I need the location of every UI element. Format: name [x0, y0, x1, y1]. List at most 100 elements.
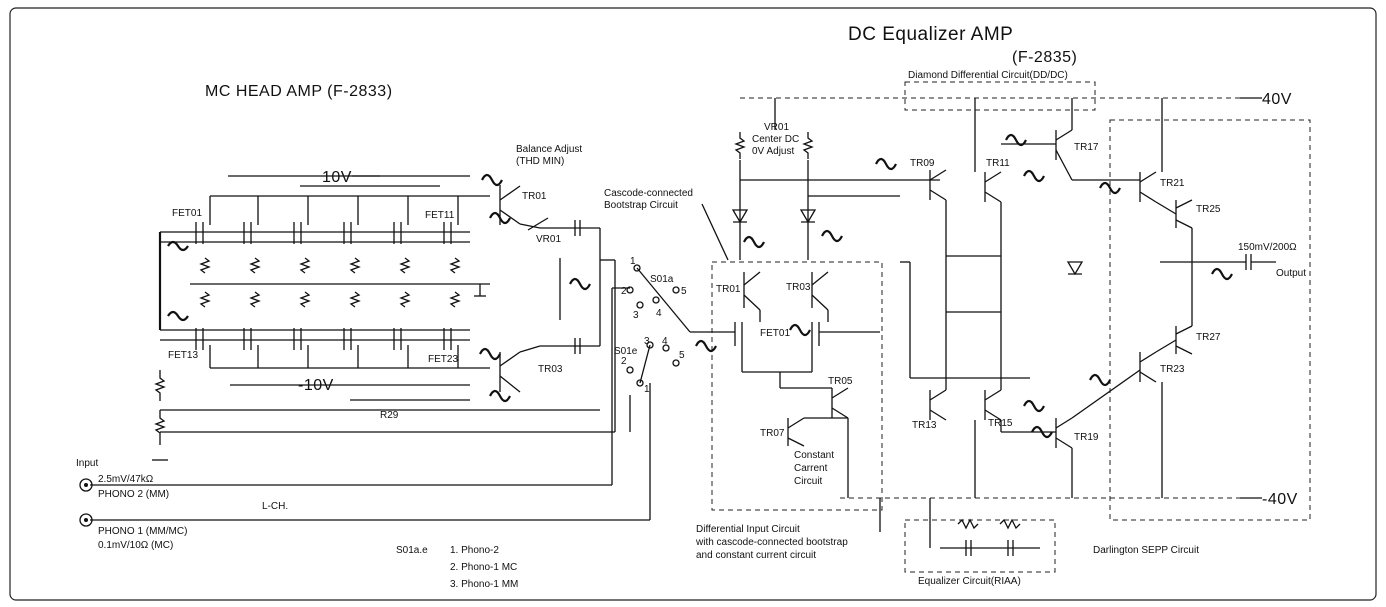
darlington-block — [1109, 119, 1311, 521]
diff-input-label: Differential Input Circuit — [696, 524, 800, 535]
waveform-icon — [1089, 373, 1111, 387]
diff-input-sub-label: with cascode-connected bootstrap — [695, 537, 848, 548]
waveform-icon — [743, 235, 765, 249]
phono1-level-label: 0.1mV/10Ω (MC) — [98, 540, 173, 551]
lch-label: L-CH. — [262, 501, 288, 512]
equalizer-label: Equalizer Circuit(RIAA) — [918, 576, 1021, 587]
balance-adjust-sub-label: (THD MIN) — [516, 156, 564, 167]
phono2-level-label: 2.5mV/47kΩ — [98, 474, 154, 485]
switch-pos-2a: 2 — [621, 286, 627, 297]
diamond-label: Diamond Differential Circuit(DD/DC) — [908, 70, 1068, 81]
switch-pos-5a: 5 — [681, 286, 687, 297]
eq-tr01-label: TR01 — [716, 284, 741, 295]
waveform-icon — [489, 211, 511, 225]
equalizer-block — [904, 519, 1056, 573]
waveform-icon — [569, 277, 591, 291]
switch-legend-3: 3. Phono-1 MM — [450, 579, 518, 590]
pos40-label: 40V — [1262, 91, 1292, 108]
r29-label: R29 — [380, 410, 399, 421]
waveform-icon — [1099, 181, 1121, 195]
switch-legend-title: S01a.e — [396, 545, 428, 556]
phono2-label: PHONO 2 (MM) — [98, 489, 169, 500]
darlington-label: Darlington SEPP Circuit — [1093, 545, 1199, 556]
fet01-label: FET01 — [172, 208, 202, 219]
fet-array-bottom — [195, 328, 452, 350]
mc-head-amp-title: MC HEAD AMP (F-2833) — [205, 83, 393, 100]
source-resistors — [199, 257, 461, 308]
switch-pos-5e: 5 — [679, 350, 685, 361]
waveform-icon — [479, 347, 501, 361]
switch-legend-2: 2. Phono-1 MC — [450, 562, 517, 573]
tr17-label: TR17 — [1074, 142, 1099, 153]
tr07-label: TR07 — [760, 428, 785, 439]
balance-adjust-label: Balance Adjust — [516, 144, 582, 155]
tr15-label: TR15 — [988, 418, 1013, 429]
tr05-label: TR05 — [828, 376, 853, 387]
output-label: Output — [1276, 268, 1306, 279]
tr21-label: TR21 — [1160, 178, 1185, 189]
waveform-icon — [489, 389, 511, 403]
input-label: Input — [76, 458, 98, 469]
dc-equalizer-section: 40V -40V VR01 Center DC 0V Adjust TR01 T… — [569, 70, 1311, 587]
eq-tr03-label: TR03 — [786, 282, 811, 293]
switch-pos-1a: 1 — [630, 256, 636, 267]
output-level-label: 150mV/200Ω — [1238, 242, 1297, 253]
fet13-label: FET13 — [168, 350, 198, 361]
eq-fet01-label: FET01 — [760, 328, 790, 339]
mc-head-amp-section: FET01 FET11 FET13 FET23 TR01 TR03 VR01 R… — [152, 144, 616, 461]
circuit-label: Circuit — [794, 476, 823, 487]
switch-pos-1e: 1 — [644, 384, 650, 395]
constant-label: Constant — [794, 450, 834, 461]
waveform-icon — [695, 339, 717, 353]
tr09-label: TR09 — [910, 158, 935, 169]
waveform-icon — [167, 310, 189, 322]
waveform-icon — [821, 229, 843, 243]
waveform-icon — [1005, 133, 1027, 147]
switch-s01a-label: S01a — [650, 274, 674, 285]
neg40-label: -40V — [1262, 491, 1298, 508]
waveform-icon — [1023, 399, 1045, 413]
switch-pos-2e: 2 — [621, 356, 627, 367]
fet23-label: FET23 — [428, 354, 458, 365]
phono1-jack-icon — [79, 513, 93, 527]
switch-pos-4a: 4 — [656, 308, 662, 319]
dc-equalizer-model: (F-2835) — [1012, 49, 1077, 66]
fet-array-top — [195, 222, 452, 244]
center-dc-vr01-label: VR01 — [764, 122, 789, 133]
cascode-label: Cascode-connected — [604, 188, 693, 199]
waveform-icon — [1211, 267, 1233, 281]
tr25-label: TR25 — [1196, 204, 1221, 215]
rail-neg10v-label: -10V — [298, 377, 334, 394]
head-tr01-label: TR01 — [522, 191, 547, 202]
phono1-label: PHONO 1 (MM/MC) — [98, 526, 187, 537]
waveform-icon — [1023, 169, 1045, 183]
head-vr01-label: VR01 — [536, 234, 561, 245]
head-tr03-label: TR03 — [538, 364, 563, 375]
switch-pos-3a: 3 — [633, 310, 639, 321]
waveform-icon — [167, 240, 189, 252]
waveform-icon — [481, 173, 503, 187]
tr19-label: TR19 — [1074, 432, 1099, 443]
switch-pos-3e: 3 — [644, 336, 650, 347]
waveform-icon — [789, 323, 811, 337]
switch-s01e-label: S01e — [614, 346, 638, 357]
center-dc-label: Center DC — [752, 134, 799, 145]
dc-equalizer-title: DC Equalizer AMP — [848, 24, 1013, 45]
tr13-label: TR13 — [912, 420, 937, 431]
diff-input-sub2-label: and constant current circuit — [696, 550, 816, 561]
fet11-label: FET11 — [425, 210, 455, 221]
tr23-label: TR23 — [1160, 364, 1185, 375]
selector-switch: S01a S01e 1 2 3 4 5 3 4 5 2 1 — [90, 256, 712, 521]
diamond-block-header — [904, 81, 1096, 111]
input-section: Input 2.5mV/47kΩ PHONO 2 (MM) L-CH. PHON… — [76, 458, 518, 590]
zero-v-adjust-label: 0V Adjust — [752, 146, 794, 157]
diff-input-block — [711, 261, 883, 511]
diagram-frame — [9, 7, 1377, 601]
rail-10v-label: 10V — [322, 169, 352, 186]
phono2-jack-icon — [79, 478, 93, 492]
switch-pos-4e: 4 — [662, 336, 668, 347]
bootstrap-label: Bootstrap Circuit — [604, 200, 678, 211]
tr11-label: TR11 — [986, 158, 1010, 169]
waveform-icon — [1031, 425, 1053, 439]
